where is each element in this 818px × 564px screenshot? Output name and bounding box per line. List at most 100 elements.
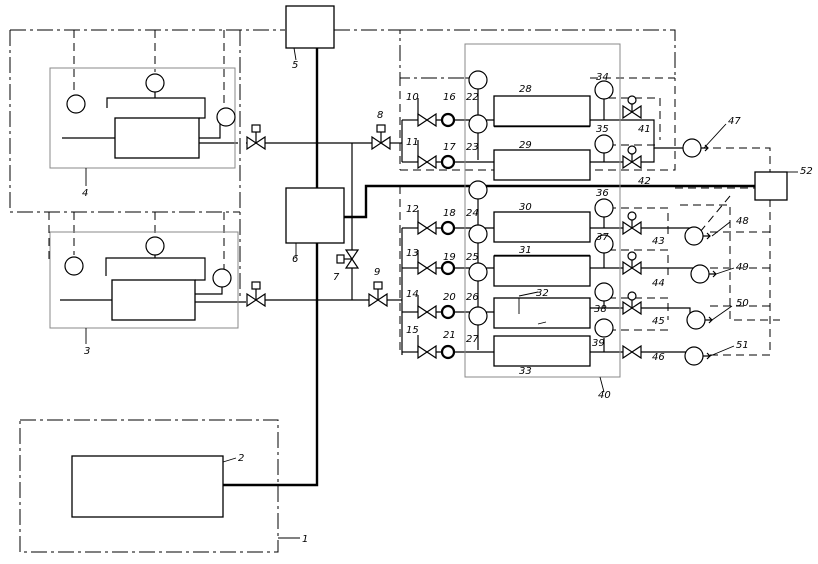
valve-ball-icon (622, 95, 642, 119)
label-23: 23 (466, 142, 479, 153)
label-51: 51 (736, 340, 749, 351)
label-37: 37 (596, 232, 609, 243)
label-14: 14 (406, 289, 419, 300)
module-40-frame (464, 43, 621, 378)
gauge-icon (468, 306, 488, 326)
valve-icon (622, 345, 642, 359)
valve-icon (417, 113, 437, 127)
gauge-icon (594, 318, 614, 338)
gauge-icon (468, 262, 488, 282)
gauge-icon (468, 114, 488, 134)
label-18: 18 (443, 208, 456, 219)
label-9: 9 (374, 267, 380, 278)
label-21: 21 (443, 330, 456, 341)
gauge-icon (468, 70, 488, 90)
label-16: 16 (443, 92, 456, 103)
gauge-icon (594, 80, 614, 100)
valve-actuated-icon (246, 281, 266, 307)
valve-icon (417, 221, 437, 235)
label-49: 49 (736, 262, 749, 273)
gauge-icon (64, 256, 84, 276)
label-4: 4 (82, 188, 88, 199)
reactor-32 (493, 297, 591, 329)
valve-ball-icon (622, 291, 642, 315)
label-11: 11 (406, 137, 419, 148)
label-10: 10 (406, 92, 419, 103)
valve-actuated-icon (368, 281, 388, 307)
label-31: 31 (519, 245, 532, 256)
box-2 (71, 455, 224, 518)
gauge-icon (145, 236, 165, 256)
label-52: 52 (800, 166, 813, 177)
gauges (64, 70, 614, 360)
valve-actuated-icon (246, 124, 266, 150)
label-8: 8 (377, 110, 383, 121)
labels: 1 2 3 4 5 6 7 8 9 10 11 12 13 14 15 16 1… (82, 60, 813, 545)
label-36: 36 (596, 188, 609, 199)
label-38: 38 (594, 304, 607, 315)
label-20: 20 (443, 292, 456, 303)
label-34: 34 (596, 72, 609, 83)
pump-50-icon (686, 310, 713, 330)
gauge-icon (216, 107, 236, 127)
gauge-icon (468, 180, 488, 200)
label-33: 33 (519, 366, 532, 377)
valve-ball-icon (622, 145, 642, 169)
flowmeter-icon (440, 304, 456, 320)
gauge-icon (145, 73, 165, 93)
label-17: 17 (443, 142, 456, 153)
valve-ball-icon (622, 251, 642, 275)
label-5: 5 (292, 60, 298, 71)
valve-actuated-icon (371, 124, 391, 150)
leader-lines (85, 47, 798, 539)
label-25: 25 (466, 252, 479, 263)
control-lines (48, 30, 780, 356)
label-6: 6 (292, 254, 298, 265)
flowmeter-icon (440, 220, 456, 236)
gauge-icon (594, 234, 614, 254)
boxes (71, 5, 788, 518)
label-1: 1 (302, 534, 308, 545)
label-24: 24 (466, 208, 479, 219)
reactor-30 (493, 211, 591, 243)
unit-4-block (114, 117, 200, 159)
label-7: 7 (333, 272, 340, 283)
label-2: 2 (238, 453, 244, 464)
gauge-icon (594, 198, 614, 218)
reactor-33 (493, 335, 591, 367)
valve-icon (417, 155, 437, 169)
pump-51-icon (684, 346, 711, 366)
label-42: 42 (638, 176, 651, 187)
unit-3-frame (49, 231, 239, 329)
gauge-icon (594, 282, 614, 302)
unit-3-block (111, 279, 196, 321)
boundary-unit-4 (9, 30, 240, 213)
label-12: 12 (406, 204, 419, 215)
box-5 (285, 5, 335, 49)
valve-icon (417, 305, 437, 319)
label-32: 32 (536, 288, 549, 299)
valve-icon (417, 261, 437, 275)
reactor-31 (493, 255, 591, 287)
label-26: 26 (466, 292, 479, 303)
label-15: 15 (406, 325, 419, 336)
gauge-icon (66, 94, 86, 114)
label-50: 50 (736, 298, 749, 309)
valves (246, 95, 642, 359)
label-39: 39 (592, 338, 605, 349)
label-48: 48 (736, 216, 749, 227)
label-46: 46 (652, 352, 665, 363)
gauge-icon (212, 268, 232, 288)
label-47: 47 (728, 116, 741, 127)
label-13: 13 (406, 248, 419, 259)
flowmeter-icon (440, 260, 456, 276)
label-22: 22 (466, 92, 479, 103)
flowmeter-icon (440, 154, 456, 170)
label-29: 29 (519, 140, 532, 151)
valve-ball-icon (622, 211, 642, 235)
label-41: 41 (638, 124, 651, 135)
label-40: 40 (598, 390, 611, 401)
label-35: 35 (596, 124, 609, 135)
gauge-icon (468, 224, 488, 244)
